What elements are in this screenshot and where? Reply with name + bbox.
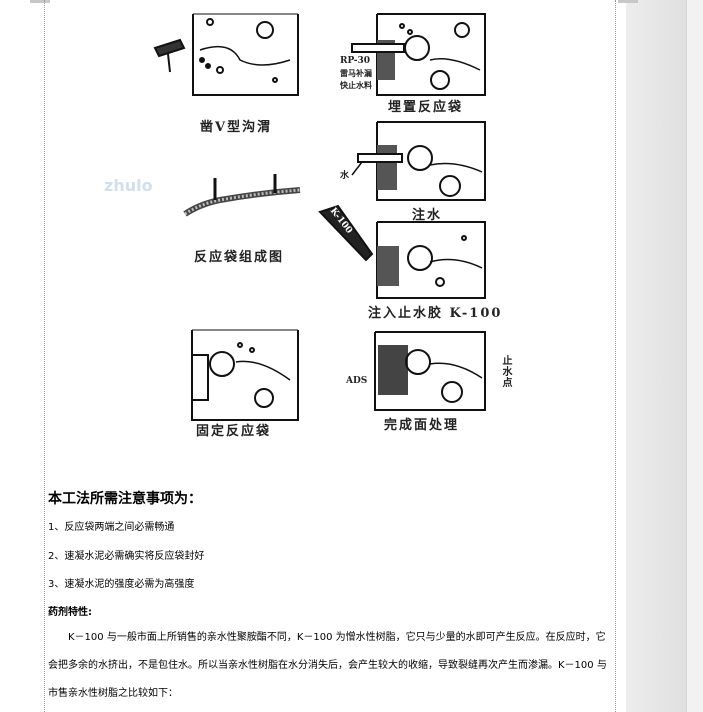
notes-heading: 本工法所需注意事项为： [48,491,202,507]
panel-v-groove [153,13,299,96]
label-rp30-desc1: 雷马补漏 [340,68,372,78]
watermark-text: zhulo [104,176,153,195]
panel-fix-bag [191,329,299,421]
page-corner-mark-right [618,0,638,3]
properties-paragraph: K－100 与一般市面上所销售的亲水性聚胺酯不同，K－100 为憎水性树脂，它只… [48,624,614,708]
panel-inject-water [351,121,486,201]
label-ads: ADS [346,376,368,386]
construction-method-figure: 凿V型沟渭 埋置反应袋 反应袋组成图 注水 注入止水胶 K-100 固定反应袋 … [140,0,520,440]
caption-stop-point: 止水点 [500,355,511,388]
label-rp30: RP-30 [340,56,371,66]
page-corner-mark-left [30,0,50,3]
caption-bag-assembly: 反应袋组成图 [194,250,285,265]
note-item-1: 1、反应袋两端之间必需畅通 [48,522,175,533]
panel-bag-assembly [183,174,301,217]
caption-finish-surface: 完成面处理 [384,418,460,433]
note-item-3: 3、速凝水泥的强度必需为高强度 [48,579,195,590]
caption-v-groove: 凿V型沟渭 [200,120,273,135]
note-item-2: 2、速凝水泥必需确实将反应袋封好 [48,551,205,562]
panel-bury-bag [351,13,486,96]
label-water: 水 [340,171,350,181]
label-rp30-desc2: 快止水料 [340,80,372,90]
caption-inject-water: 注水 [412,208,443,223]
caption-fix-bag: 固定反应袋 [196,424,272,439]
vertical-scrollbar[interactable] [686,0,703,712]
properties-subheading: 药剂特性: [48,607,92,618]
document-page [44,0,616,712]
properties-paragraph-text: K－100 与一般市面上所销售的亲水性聚胺酯不同，K－100 为憎水性树脂，它只… [48,632,607,699]
panel-finish-surface [374,331,486,411]
figure-drawing [153,13,486,421]
panel-inject-sealant [318,204,486,299]
caption-bury-bag: 埋置反应袋 [388,100,464,115]
caption-inject-sealant: 注入止水胶 K-100 [368,306,503,321]
